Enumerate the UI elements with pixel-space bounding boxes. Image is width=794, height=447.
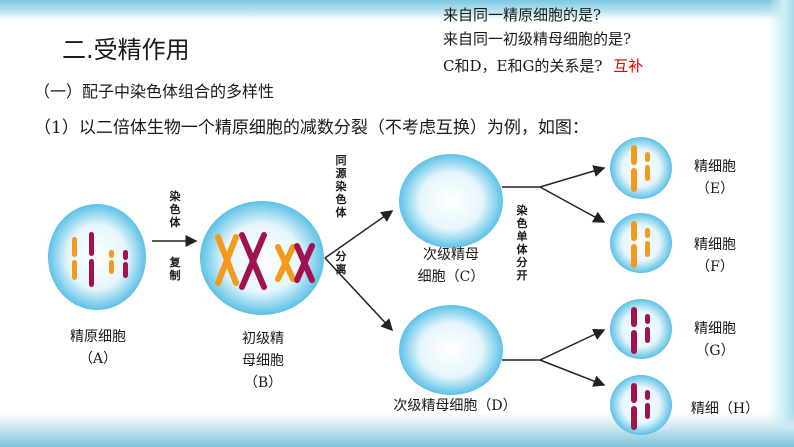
caption-d: 次级精母细胞（D） — [393, 398, 517, 414]
caption-c-line1: 次级精母 — [423, 247, 479, 263]
caption-g-line2: （G） — [695, 343, 735, 359]
caption-e: 精细胞 （E） — [680, 156, 750, 200]
caption-b: 初级精 母细胞 （B） — [218, 328, 308, 394]
arrow-b-to-d — [324, 257, 394, 332]
caption-e-line1: 精细胞 — [694, 159, 736, 175]
label-replication: 复制 — [169, 256, 181, 282]
caption-b-line3: （B） — [243, 375, 283, 391]
cell-b-chromosomes — [215, 232, 315, 290]
cell-f — [610, 213, 672, 273]
cell-d — [399, 305, 503, 395]
label-chromosome: 染色体 — [169, 190, 181, 229]
cell-b — [200, 201, 324, 315]
cell-a-chromosomes — [72, 232, 128, 287]
question-2: 来自同一初级精母细胞的是? — [443, 30, 632, 48]
page-title: 二.受精作用 — [62, 36, 190, 64]
caption-b-line1: 初级精 — [242, 331, 284, 347]
caption-a: 精原细胞 （A） — [58, 326, 138, 370]
label-chromatid-separation: 染色单体分开 — [516, 204, 528, 282]
caption-f: 精细胞 （F） — [680, 234, 750, 278]
caption-g: 精细胞 （G） — [680, 318, 750, 362]
caption-c: 次级精母 细胞（C） — [409, 244, 493, 288]
caption-b-line2: 母细胞 — [242, 353, 284, 369]
arrow-d-to-g — [502, 329, 606, 361]
question-1: 来自同一精原细胞的是? — [443, 6, 602, 24]
arrow-b-to-c — [324, 210, 394, 259]
caption-a-line2: （A） — [78, 351, 118, 367]
cell-e — [610, 137, 672, 199]
arrow-d-to-h — [539, 359, 606, 387]
section-heading: （一）配子中染色体组合的多样性 — [34, 82, 275, 101]
cell-a — [48, 204, 146, 310]
top-decor-band — [0, 0, 794, 20]
cell-h — [610, 375, 672, 435]
caption-f-line1: 精细胞 — [694, 237, 736, 253]
caption-e-line2: （E） — [695, 181, 735, 197]
question-3: C和D，E和G的关系是? 互补 — [443, 55, 643, 76]
example-line: （1）以二倍体生物一个精原细胞的减数分裂（不考虑互换）为例，如图： — [34, 118, 589, 138]
caption-f-line2: （F） — [696, 259, 734, 275]
cell-g — [610, 299, 672, 359]
question-3-text: C和D，E和G的关系是? — [443, 57, 603, 75]
label-separation: 分离 — [335, 250, 347, 276]
label-homologous-chromosome: 同源染色体 — [335, 154, 347, 219]
caption-a-line1: 精原细胞 — [70, 329, 126, 345]
caption-c-line2: 细胞（C） — [417, 269, 485, 285]
caption-g-line1: 精细胞 — [694, 321, 736, 337]
caption-h: 精细（H） — [690, 401, 760, 417]
cell-c — [399, 154, 503, 248]
question-3-answer: 互补 — [613, 57, 644, 75]
right-decor-band — [768, 0, 794, 447]
arrow-c-to-f — [539, 186, 606, 223]
arrow-c-to-e — [502, 165, 606, 188]
